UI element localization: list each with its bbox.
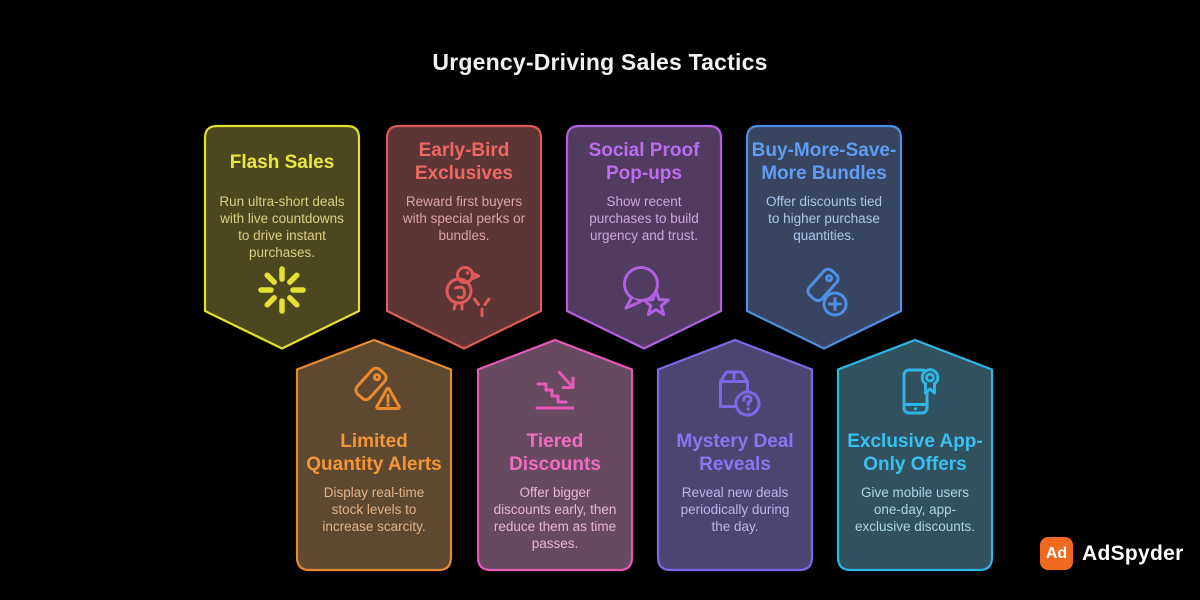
card-description: Offer discounts tied to higher purchase … [765,194,883,243]
card-title: Exclusive App- Only Offers [847,431,983,475]
spinner-burst-icon [250,258,314,322]
banner-shape [385,124,543,350]
adspyder-logo-icon: Ad [1040,537,1073,570]
card-early-bird-exclusives: Early-Bird Exclusives Reward first buyer… [385,124,543,350]
card-title: Tiered Discounts [509,431,601,475]
card-title: Buy-More-Save- More Bundles [751,140,897,184]
card-title: Limited Quantity Alerts [306,431,442,475]
card-description: Offer bigger discounts early, then reduc… [493,485,617,551]
card-limited-quantity-alerts: Limited Quantity Alerts Display real-tim… [295,338,453,572]
chat-star-icon [612,258,676,322]
card-tiered-discounts: Tiered Discounts Offer bigger discounts … [476,338,634,572]
adspyder-logo: Ad AdSpyder [1040,537,1184,570]
card-description: Display real-time stock levels to increa… [322,485,426,534]
banner-shape [745,124,903,350]
card-flash-sales: Flash Sales Run ultra-short deals with l… [203,124,361,350]
card-description: Give mobile users one-day, app- exclusiv… [854,485,976,534]
card-title: Social Proof Pop-ups [588,140,700,184]
page-title: Urgency-Driving Sales Tactics [432,49,768,75]
card-description: Show recent purchases to build urgency a… [589,194,699,243]
adspyder-logo-text: AdSpyder [1082,541,1184,565]
card-social-proof-popups: Social Proof Pop-ups Show recent purchas… [565,124,723,350]
card-title: Mystery Deal Reveals [676,431,794,475]
phone-award-icon [883,359,947,423]
tag-alert-icon [342,359,406,423]
box-question-icon [703,359,767,423]
bird-icon [432,258,496,322]
banner-shape [295,338,453,572]
banner-shape [565,124,723,350]
banner-shape [476,338,634,572]
card-mystery-deal-reveals: Mystery Deal Reveals Reveal new deals pe… [656,338,814,572]
card-description: Reveal new deals periodically during the… [680,485,790,534]
card-title: Early-Bird Exclusives [414,140,514,184]
card-title: Flash Sales [229,151,335,173]
banner-shape [656,338,814,572]
banner-shape [203,124,361,350]
card-exclusive-app-only-offers: Exclusive App- Only Offers Give mobile u… [836,338,994,572]
stairs-arrow-icon [523,359,587,423]
banner-shape [836,338,994,572]
card-description: Run ultra-short deals with live countdow… [219,194,345,260]
card-description: Reward first buyers with special perks o… [402,194,526,243]
tag-plus-icon [792,258,856,322]
card-buy-more-save-more-bundles: Buy-More-Save- More Bundles Offer discou… [745,124,903,350]
